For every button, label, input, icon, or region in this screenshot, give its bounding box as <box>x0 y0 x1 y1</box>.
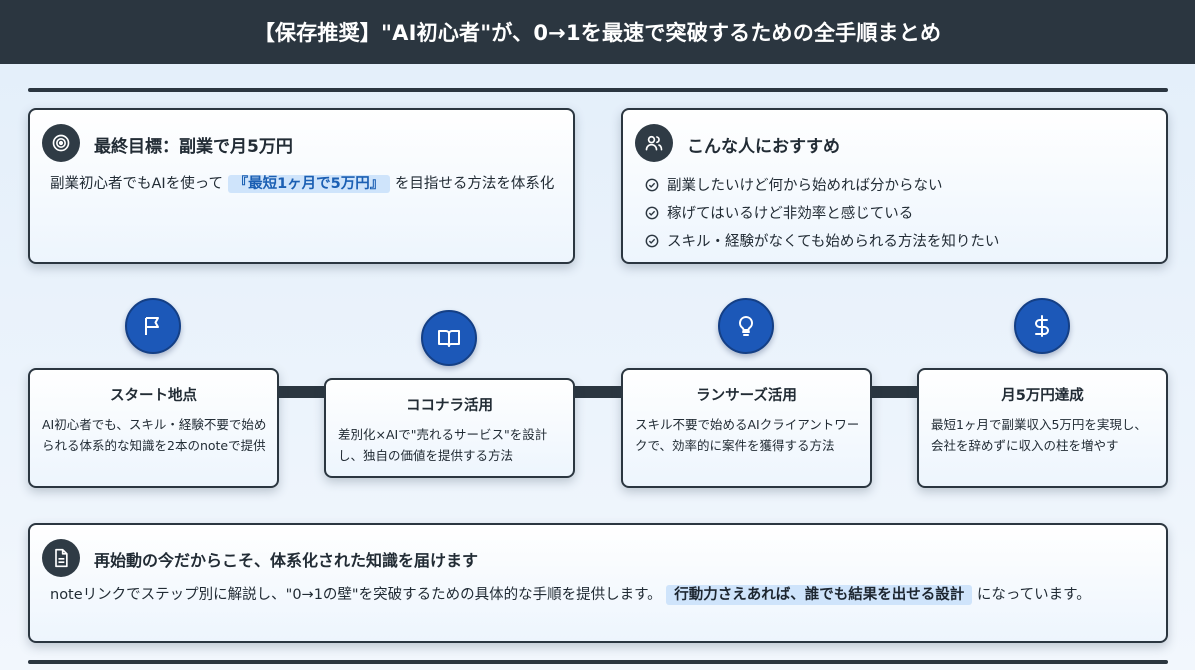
step-card-start: スタート地点 AI初心者でも、スキル・経験不要で始められる体系的な知識を2本のn… <box>28 368 279 488</box>
goal-highlight: 『最短1ヶ月で5万円』 <box>227 175 391 193</box>
step-title: ココナラ活用 <box>406 398 493 414</box>
goal-text-after: を目指せる方法を体系化 <box>394 176 555 192</box>
step-description: 差別化×AIで"売れるサービス"を設計し、独自の価値を提供する方法 <box>338 427 548 463</box>
book-icon <box>421 310 477 366</box>
infographic-canvas: 最終目標：副業で月5万円 副業初心者でもAIを使って 『最短1ヶ月で5万円』 を… <box>0 64 1195 670</box>
goal-card: 最終目標：副業で月5万円 副業初心者でもAIを使って 『最短1ヶ月で5万円』 を… <box>28 108 575 264</box>
flag-icon <box>125 298 181 354</box>
step-card-lancers: ランサーズ活用 スキル不要で始めるAIクライアントワークで、効率的に案件を獲得す… <box>621 368 872 488</box>
step-title: 月5万円達成 <box>1001 388 1084 404</box>
bottom-divider <box>28 660 1168 664</box>
summary-card: 再始動の今だからこそ、体系化された知識を届けます noteリンクでステップ別に解… <box>28 523 1168 643</box>
audience-title: こんな人におすすめ <box>687 137 840 157</box>
users-icon <box>635 124 673 162</box>
step-connector <box>574 386 622 398</box>
step-connector <box>870 386 918 398</box>
step-title: ランサーズ活用 <box>696 388 797 404</box>
step-card-coconala: ココナラ活用 差別化×AIで"売れるサービス"を設計し、独自の価値を提供する方法 <box>324 378 575 478</box>
check-circle-icon <box>645 178 659 191</box>
summary-title: 再始動の今だからこそ、体系化された知識を届けます <box>94 551 479 570</box>
goal-title: 最終目標：副業で月5万円 <box>94 137 293 157</box>
step-description: スキル不要で始めるAIクライアントワークで、効率的に案件を獲得する方法 <box>635 417 860 453</box>
audience-item: 稼げてはいるけど非効率と感じている <box>645 202 913 223</box>
summary-description: noteリンクでステップ別に解説し、"0→1の壁"を突破するための具体的な手順を… <box>50 583 1150 608</box>
step-description: AI初心者でも、スキル・経験不要で始められる体系的な知識を2本のnoteで提供 <box>42 417 267 453</box>
target-icon <box>42 124 80 162</box>
check-circle-icon <box>645 206 659 219</box>
audience-card: こんな人におすすめ 副業したいけど何から始めれば分からない 稼げてはいるけど非効… <box>621 108 1168 264</box>
step-description: 最短1ヶ月で副業収入5万円を実現し、会社を辞めずに収入の柱を増やす <box>931 417 1147 453</box>
document-icon <box>42 539 80 577</box>
step-title: スタート地点 <box>110 388 197 404</box>
summary-text-after: になっています。 <box>976 587 1091 603</box>
summary-text-before: noteリンクでステップ別に解説し、"0→1の壁"を突破するための具体的な手順を… <box>50 587 662 603</box>
lightbulb-icon <box>718 298 774 354</box>
check-circle-icon <box>645 234 659 247</box>
top-divider <box>28 88 1168 92</box>
page-title: 【保存推奨】"AI初心者"が、0→1を最速で突破するための全手順まとめ <box>0 0 1195 64</box>
goal-description: 副業初心者でもAIを使って 『最短1ヶ月で5万円』 を目指せる方法を体系化 <box>50 172 560 196</box>
step-card-goal: 月5万円達成 最短1ヶ月で副業収入5万円を実現し、会社を辞めずに収入の柱を増やす <box>917 368 1168 488</box>
audience-item: スキル・経験がなくても始められる方法を知りたい <box>645 230 999 251</box>
summary-highlight: 行動力さえあれば、誰でも結果を出せる設計 <box>666 585 973 605</box>
dollar-icon <box>1014 298 1070 354</box>
audience-item: 副業したいけど何から始めれば分からない <box>645 174 943 195</box>
goal-text-before: 副業初心者でもAIを使って <box>50 176 223 192</box>
step-connector <box>278 386 326 398</box>
